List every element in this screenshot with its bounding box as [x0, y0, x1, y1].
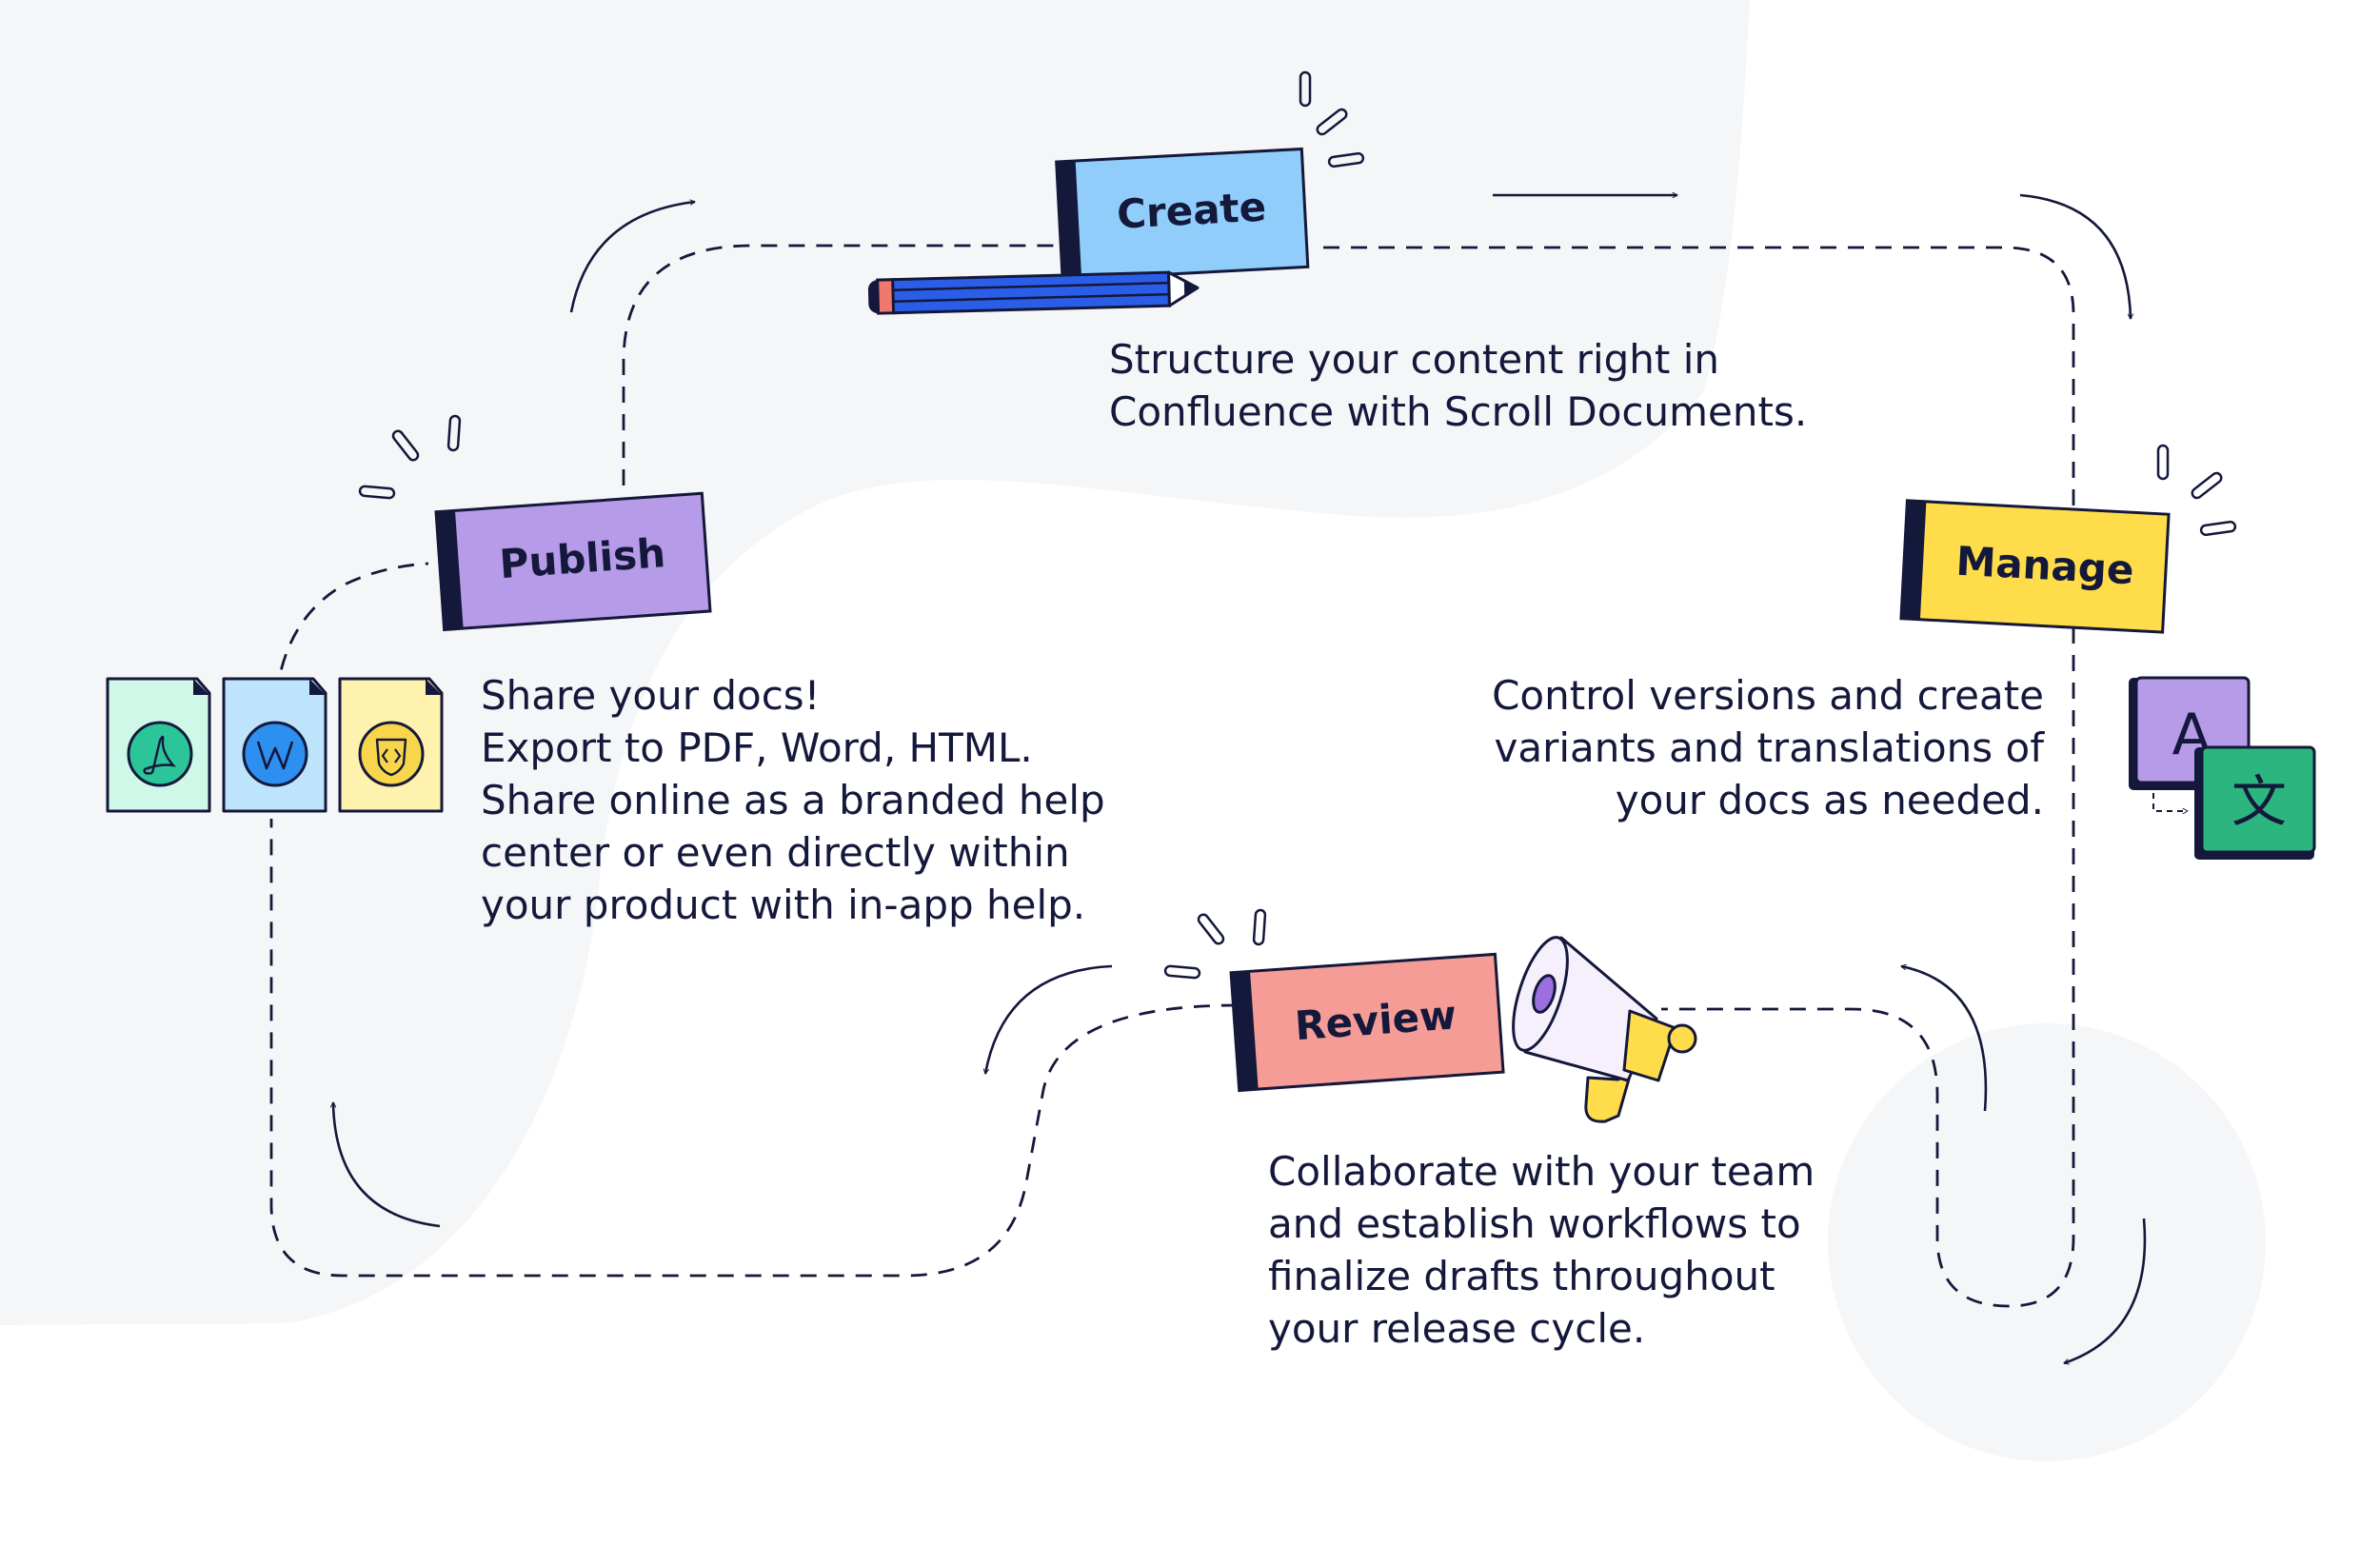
- manage-step-card: Manage: [1899, 499, 2171, 634]
- arrow-publish-to-create: [569, 202, 695, 313]
- translation-target-glyph: 文: [2231, 769, 2287, 834]
- translation-icon: A 文: [2129, 676, 2316, 860]
- arrow-review-to-left: [985, 964, 1113, 1074]
- create-label: Create: [1116, 184, 1267, 238]
- publish-step-card: Publish: [434, 491, 712, 632]
- create-sparkle-marks: [1299, 70, 1365, 168]
- megaphone-icon: [1512, 936, 1697, 1123]
- arrow-to-review-right: [1901, 966, 1988, 1112]
- arrow-bottom-left-up: [333, 1102, 441, 1228]
- publish-sparkle-marks: [358, 414, 462, 500]
- flow-arrows: [333, 193, 2147, 1363]
- arrow-to-manage: [2019, 193, 2131, 319]
- html-file-icon: [338, 677, 444, 813]
- publish-label: Publish: [498, 529, 666, 587]
- review-sparkle-marks: [1163, 908, 1267, 980]
- review-step-card: Review: [1229, 952, 1505, 1093]
- pencil-icon: [867, 270, 1200, 315]
- pdf-file-icon: [106, 677, 211, 813]
- create-description: Structure your content right in Confluen…: [1109, 336, 1808, 435]
- word-file-icon: [222, 677, 327, 813]
- dashed-workflow-path: [269, 244, 2075, 1308]
- manage-sparkle-marks: [2156, 444, 2237, 537]
- create-step-card: Create: [1055, 147, 1310, 282]
- review-label: Review: [1293, 991, 1458, 1049]
- arrow-loop-bottom-right: [2064, 1218, 2147, 1363]
- review-description: Collaborate with your team and establish…: [1268, 1148, 1815, 1352]
- manage-label: Manage: [1954, 538, 2134, 594]
- publish-description: Share your docs! Export to PDF, Word, HT…: [481, 672, 1105, 928]
- manage-description: Control versions and create variants and…: [1492, 672, 2044, 823]
